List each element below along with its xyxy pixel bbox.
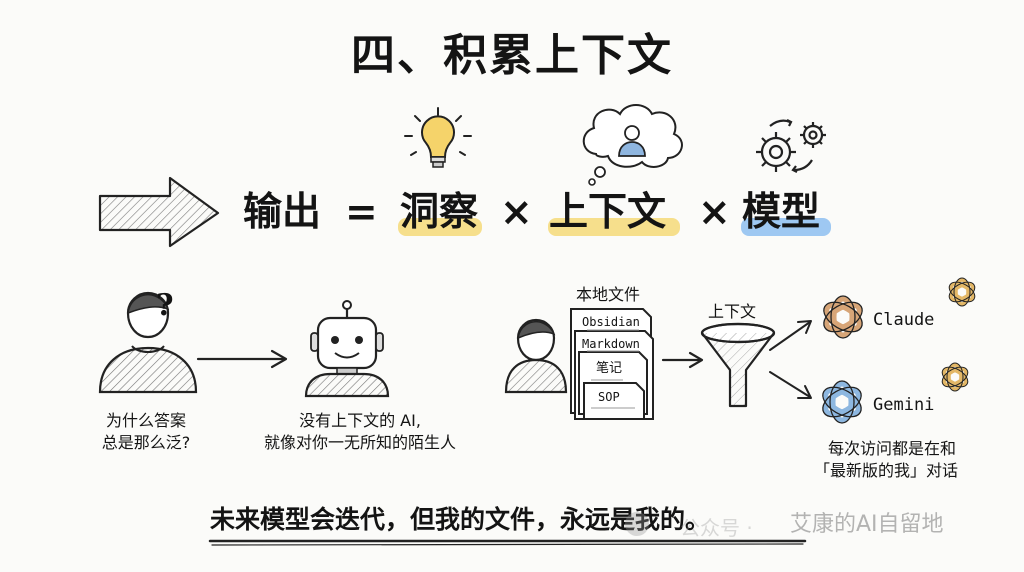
person-icon [98,291,198,394]
page-title: 四、积累上下文 [351,30,673,81]
person-caption-line2: 总是那么泛? [101,433,191,452]
to-claude-arrow-icon [769,320,812,351]
person-arrow-icon [196,349,288,369]
person-caption: 为什么答案 总是那么泛? [102,410,191,454]
gears-icon [756,119,826,173]
funnel-icon [700,322,776,408]
robot-icon [304,300,390,398]
term2-highlight [548,218,680,236]
formula-times-1: × [500,190,533,235]
formula-term-context: 上下文 [549,190,667,235]
question-mark: ? [156,288,174,323]
formula-term-insight: 洞察 [400,190,479,235]
term1-highlight [398,218,482,236]
models-caption-line2: 「最新版的我」对话 [813,461,959,480]
models-caption: 每次访问都是在和 「最新版的我」对话 [814,438,958,482]
person-caption-line1: 为什么答案 [105,411,186,430]
robot-caption: 没有上下文的 AI, 就像对你一无所知的陌生人 [264,410,456,454]
watermark-text: 艾康的AI自留地 [790,512,944,537]
slogan-underline [208,539,807,546]
doc-label-notes: 笔记 [596,361,623,376]
term3-highlight [741,218,831,236]
doc-label-markdown: Markdown [582,337,640,351]
model-label-gemini: Gemini [873,395,935,415]
formula-term-model: 模型 [742,190,821,235]
wechat-watermark-icon [625,512,649,536]
openai-logo-icon [948,277,976,307]
gemini-logo-icon [822,380,862,424]
models-caption-line1: 每次访问都是在和 [827,439,957,458]
slogan: 未来模型会迭代，但我的文件，永远是我的。 [210,505,711,534]
formula-times-2: × [698,190,731,235]
thought-cloud-icon [582,104,683,186]
local-files-label: 本地文件 [576,285,641,304]
arrow-right-icon [98,176,220,248]
doc-label-sop: SOP [598,390,620,404]
docs-arrow-icon [661,351,704,369]
robot-caption-line2: 就像对你一无所知的陌生人 [263,433,457,452]
lightbulb-icon [404,107,472,168]
formula-output: 输出 [243,190,322,235]
watermark-sub: 公众号 · [680,516,753,540]
document-stack [570,308,654,420]
to-gemini-arrow-icon [769,371,812,399]
model-label-claude: Claude [873,310,935,330]
person-icon [504,318,568,394]
openai-logo-icon [941,362,969,392]
doc-label-obsidian: Obsidian [582,315,640,329]
formula-equals: = [345,190,378,235]
funnel-label: 上下文 [708,302,757,321]
claude-logo-icon [823,295,863,339]
robot-caption-line1: 没有上下文的 AI, [299,411,421,430]
